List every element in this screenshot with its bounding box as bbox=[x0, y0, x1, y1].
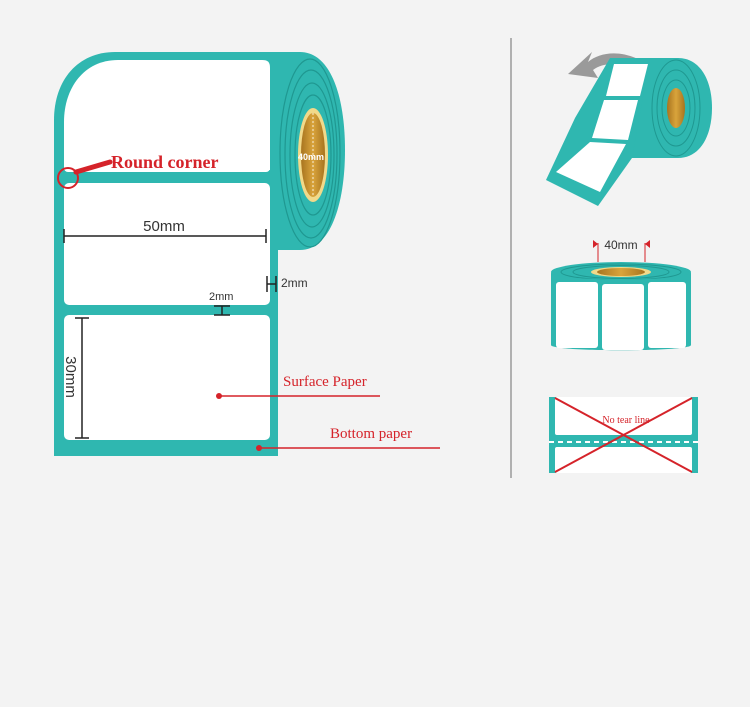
height-label: 30mm bbox=[62, 356, 79, 398]
width-label: 50mm bbox=[143, 218, 185, 235]
core-label: 40mm bbox=[298, 152, 324, 162]
bottom-paper-label: Bottom paper bbox=[330, 426, 412, 442]
round-corner-label: Round corner bbox=[111, 152, 219, 172]
round-corner-pointer bbox=[73, 159, 113, 175]
surface-paper-label: Surface Paper bbox=[283, 374, 367, 390]
no-tear-line-illustration bbox=[549, 397, 698, 473]
main-roll: 40mm bbox=[54, 52, 345, 456]
side-gap-dimension bbox=[266, 276, 277, 292]
core-diameter-label: 40mm bbox=[604, 238, 637, 252]
surface-paper-callout bbox=[216, 393, 380, 399]
label-gap-dimension bbox=[214, 305, 230, 316]
label-gap-label: 2mm bbox=[209, 291, 233, 303]
side-gap-label: 2mm bbox=[281, 276, 308, 290]
bottom-paper-callout bbox=[256, 445, 440, 451]
label-1 bbox=[64, 183, 270, 305]
round-corner-circle bbox=[57, 167, 79, 189]
height-dimension bbox=[75, 317, 89, 439]
roll-layers bbox=[279, 58, 341, 248]
round-corner-callout: Round corner bbox=[57, 152, 219, 189]
core-roll-illustration bbox=[551, 240, 691, 351]
backing-bottom-edge bbox=[54, 446, 278, 456]
peel-roll-illustration bbox=[546, 52, 712, 206]
width-dimension bbox=[63, 229, 267, 243]
label-top-remnant bbox=[64, 130, 270, 172]
label-2 bbox=[64, 315, 270, 440]
no-tear-line-label: No tear line bbox=[602, 415, 650, 426]
